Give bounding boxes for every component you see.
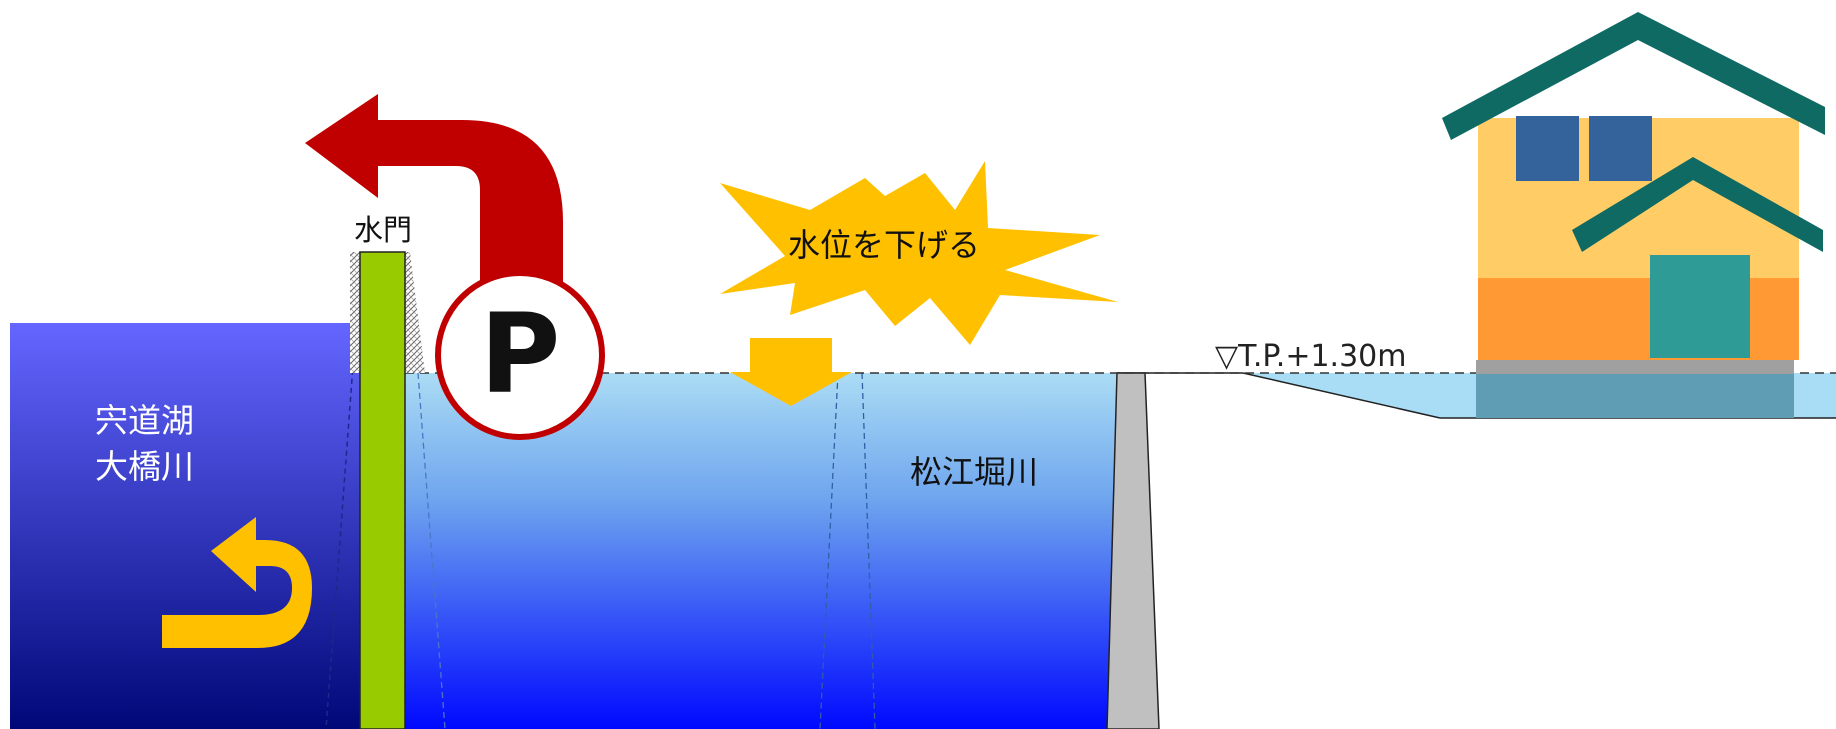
pump-label: P <box>480 290 561 418</box>
pump-p-icon: P <box>435 270 605 440</box>
lake-label-line1: 宍道湖 <box>95 401 194 440</box>
yellow-down-arrow-icon <box>730 338 852 406</box>
yellow-u-turn-arrow-icon <box>162 517 312 648</box>
lower-water-label: 水位を下げる <box>788 226 980 264</box>
canal-water <box>405 372 1117 729</box>
red-discharge-arrow-icon <box>305 94 563 285</box>
gate-label: 水門 <box>354 213 412 247</box>
canal-label: 松江堀川 <box>910 453 1038 491</box>
lake-label-line2: 大橋川 <box>95 447 194 486</box>
starburst-icon <box>720 161 1118 345</box>
sluice-gate <box>350 251 425 729</box>
canal-wall <box>1106 372 1160 729</box>
house-submerged-base <box>1476 373 1794 418</box>
water-level-label: ▽T.P.+1.30m <box>1215 339 1406 374</box>
lake-water <box>10 323 360 729</box>
house-icon <box>1442 12 1825 418</box>
bank-slope <box>1242 372 1441 419</box>
